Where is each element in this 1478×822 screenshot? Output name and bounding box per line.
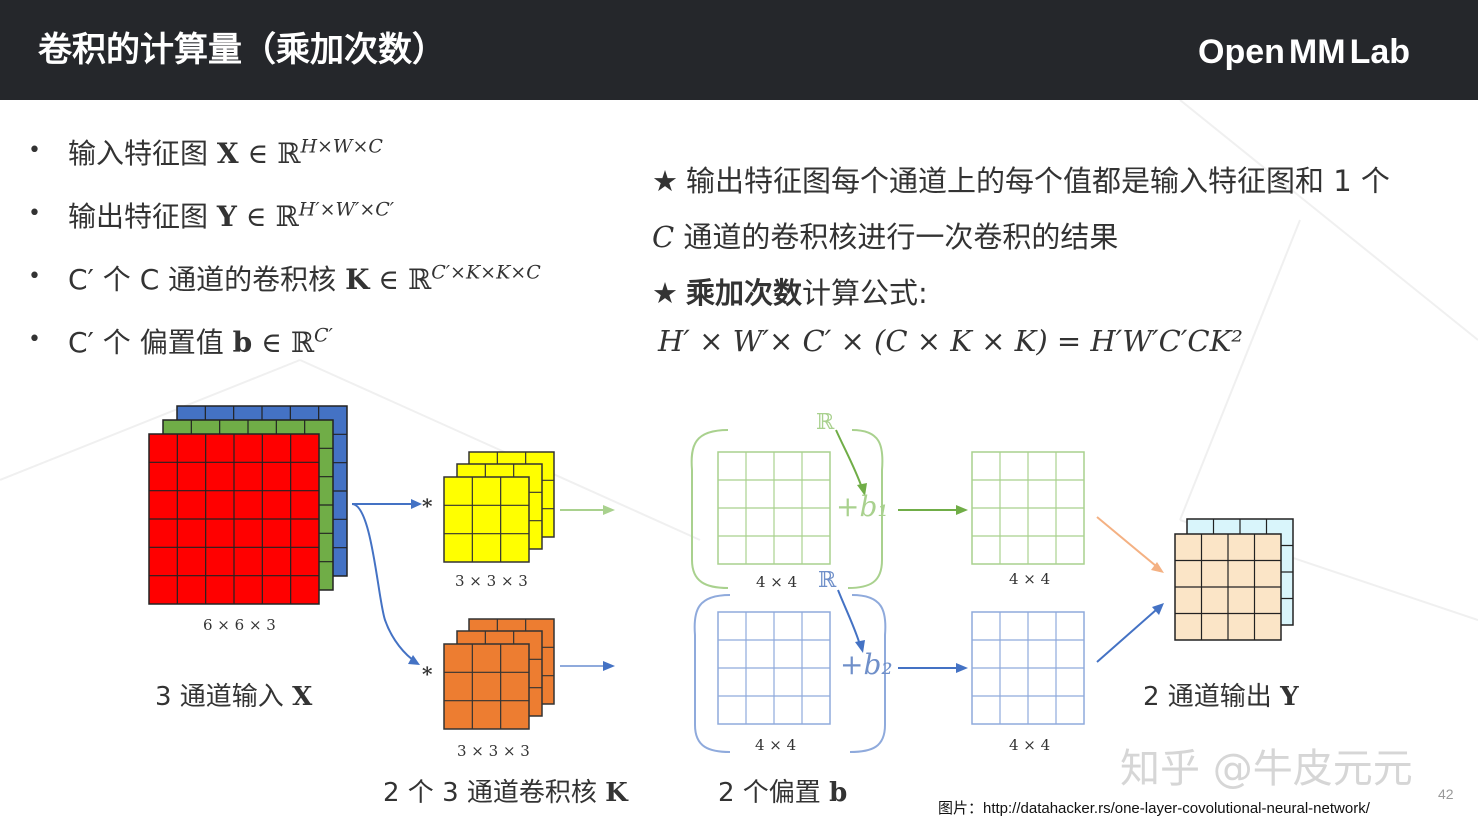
logo-text-mm: MM: [1288, 32, 1346, 71]
bullet-mark: •: [28, 138, 41, 163]
map-dim-label-2: 4 × 4: [755, 736, 797, 754]
kernel2-front: [443, 643, 530, 730]
logo-text-open: Open: [1198, 32, 1285, 71]
conv-operator-2: *: [422, 662, 433, 686]
map-dim-label-1: 4 × 4: [756, 573, 798, 591]
conv-operator-1: *: [422, 494, 433, 518]
bias-label-2: +b₂: [840, 648, 893, 681]
bullet-symbol: b: [232, 326, 253, 359]
out-dim-label-2: 4 × 4: [1009, 736, 1051, 754]
star-icon: ★: [652, 164, 678, 198]
real-symbol-1: ℝ: [816, 410, 835, 435]
explanation-line-2: 通道的卷积核进行一次卷积的结果: [674, 220, 1119, 254]
slide-title: 卷积的计算量（乘加次数）: [38, 30, 446, 70]
output-symbol: Y: [1280, 682, 1299, 712]
bias-caption: 2 个偏置 b: [718, 778, 848, 808]
bullet-relation: ∈ ℝ: [238, 137, 301, 170]
bullet-bias: • C′ 个 偏置值 b ∈ ℝC′: [28, 321, 628, 384]
arrow-map2-out-head: [956, 663, 968, 673]
mac-formula: H′ × W′× C′ × (C × K × K) = H′W′C′CK²: [658, 324, 1243, 358]
arrow-map1-out-head: [956, 505, 968, 515]
bias-symbol: b: [829, 778, 848, 808]
input-caption: 3 通道输入 X: [155, 682, 313, 712]
bias1-right-brace: [847, 429, 884, 589]
input-dim-label: 6 × 6 × 3: [203, 616, 276, 634]
arrow-out1-stack: [1096, 516, 1157, 567]
arrow-input-kernel1-head: [411, 499, 422, 509]
page-number: 42: [1438, 786, 1454, 802]
header-bar: 卷积的计算量（乘加次数） Open MM Lab: [0, 0, 1478, 100]
input-symbol: X: [292, 682, 313, 712]
formula-label: 计算公式:: [802, 276, 928, 310]
bullet-text: C′ 个 偏置值: [68, 326, 233, 359]
bullet-relation: ∈ ℝ: [252, 326, 314, 359]
bullet-superscript: H′×W′×C′: [298, 198, 395, 221]
arrow-out1-stack-head: [1151, 562, 1164, 573]
bullet-text: C′ 个 C 通道的卷积核: [68, 263, 346, 296]
arrow-bias1-head: [857, 483, 867, 496]
bullet-mark: •: [28, 264, 41, 289]
logo-text-lab: Lab: [1349, 32, 1411, 71]
bullet-relation: ∈ ℝ: [369, 263, 432, 296]
kernel-symbol: K: [605, 778, 628, 808]
bullet-kernels: • C′ 个 C 通道的卷积核 K ∈ ℝC′×K×K×C: [28, 258, 628, 321]
openmmlab-logo: Open MM Lab: [1198, 24, 1410, 80]
kernel1-front: [443, 476, 530, 563]
highlight-mac-count: 乘加次数: [686, 276, 803, 310]
image-credit: 图片：http://datahacker.rs/one-layer-covolu…: [938, 800, 1370, 817]
channel-symbol: C: [652, 220, 675, 254]
kernel-caption: 2 个 3 通道卷积核 K: [383, 778, 628, 808]
bullet-symbol: Y: [216, 200, 237, 233]
explanation-line-1: 输出特征图每个通道上的每个值都是输入特征图和 1 个: [686, 164, 1390, 198]
background-lines: [0, 100, 1478, 621]
bullet-superscript: C′: [314, 324, 333, 347]
arrow-kernel2-map-head: [603, 661, 615, 671]
bias2-right-brace: [849, 594, 887, 753]
kernel-dim-label-1: 3 × 3 × 3: [455, 572, 528, 590]
bullet-output-map: • 输出特征图 Y ∈ ℝH′×W′×C′: [28, 195, 628, 258]
bullet-input-map: • 输入特征图 X ∈ ℝH×W×C: [28, 132, 628, 195]
arrow-out2-stack-head: [1152, 603, 1164, 615]
bullet-mark: •: [28, 327, 41, 352]
bias2-left-brace: [693, 594, 731, 753]
bullet-superscript: C′×K×K×C: [431, 261, 541, 284]
bias-label-1: +b₁: [836, 490, 889, 523]
arrow-bias1: [835, 429, 863, 489]
arrow-bias2-head: [855, 640, 865, 653]
out-dim-label-1: 4 × 4: [1009, 570, 1051, 588]
bullet-mark: •: [28, 201, 41, 226]
bias1-left-brace: [690, 429, 729, 589]
watermark: 知乎 @牛皮元元: [1120, 746, 1413, 792]
real-symbol-2: ℝ: [818, 568, 837, 593]
star-icon: ★: [652, 276, 678, 310]
bullet-superscript: H×W×C: [300, 135, 383, 158]
bullet-text: 输出特征图: [68, 200, 217, 233]
arrow-bias2: [837, 589, 861, 646]
arrow-input-kernel2: [351, 503, 417, 663]
bullet-text: 输入特征图: [68, 137, 217, 170]
arrow-input-kernel2-head: [408, 655, 420, 665]
bullet-symbol: K: [345, 263, 370, 296]
kernel-dim-label-2: 3 × 3 × 3: [457, 742, 530, 760]
bullet-list: • 输入特征图 X ∈ ℝH×W×C • 输出特征图 Y ∈ ℝH′×W′×C′…: [28, 132, 628, 384]
bullet-relation: ∈ ℝ: [236, 200, 299, 233]
arrow-kernel1-map-head: [603, 505, 615, 515]
explanation-block: ★输出特征图每个通道上的每个值都是输入特征图和 1 个 C 通道的卷积核进行一次…: [652, 158, 1462, 326]
bullet-symbol: X: [216, 137, 239, 170]
output-caption: 2 通道输出 Y: [1143, 682, 1299, 712]
arrow-out2-stack: [1096, 609, 1157, 663]
